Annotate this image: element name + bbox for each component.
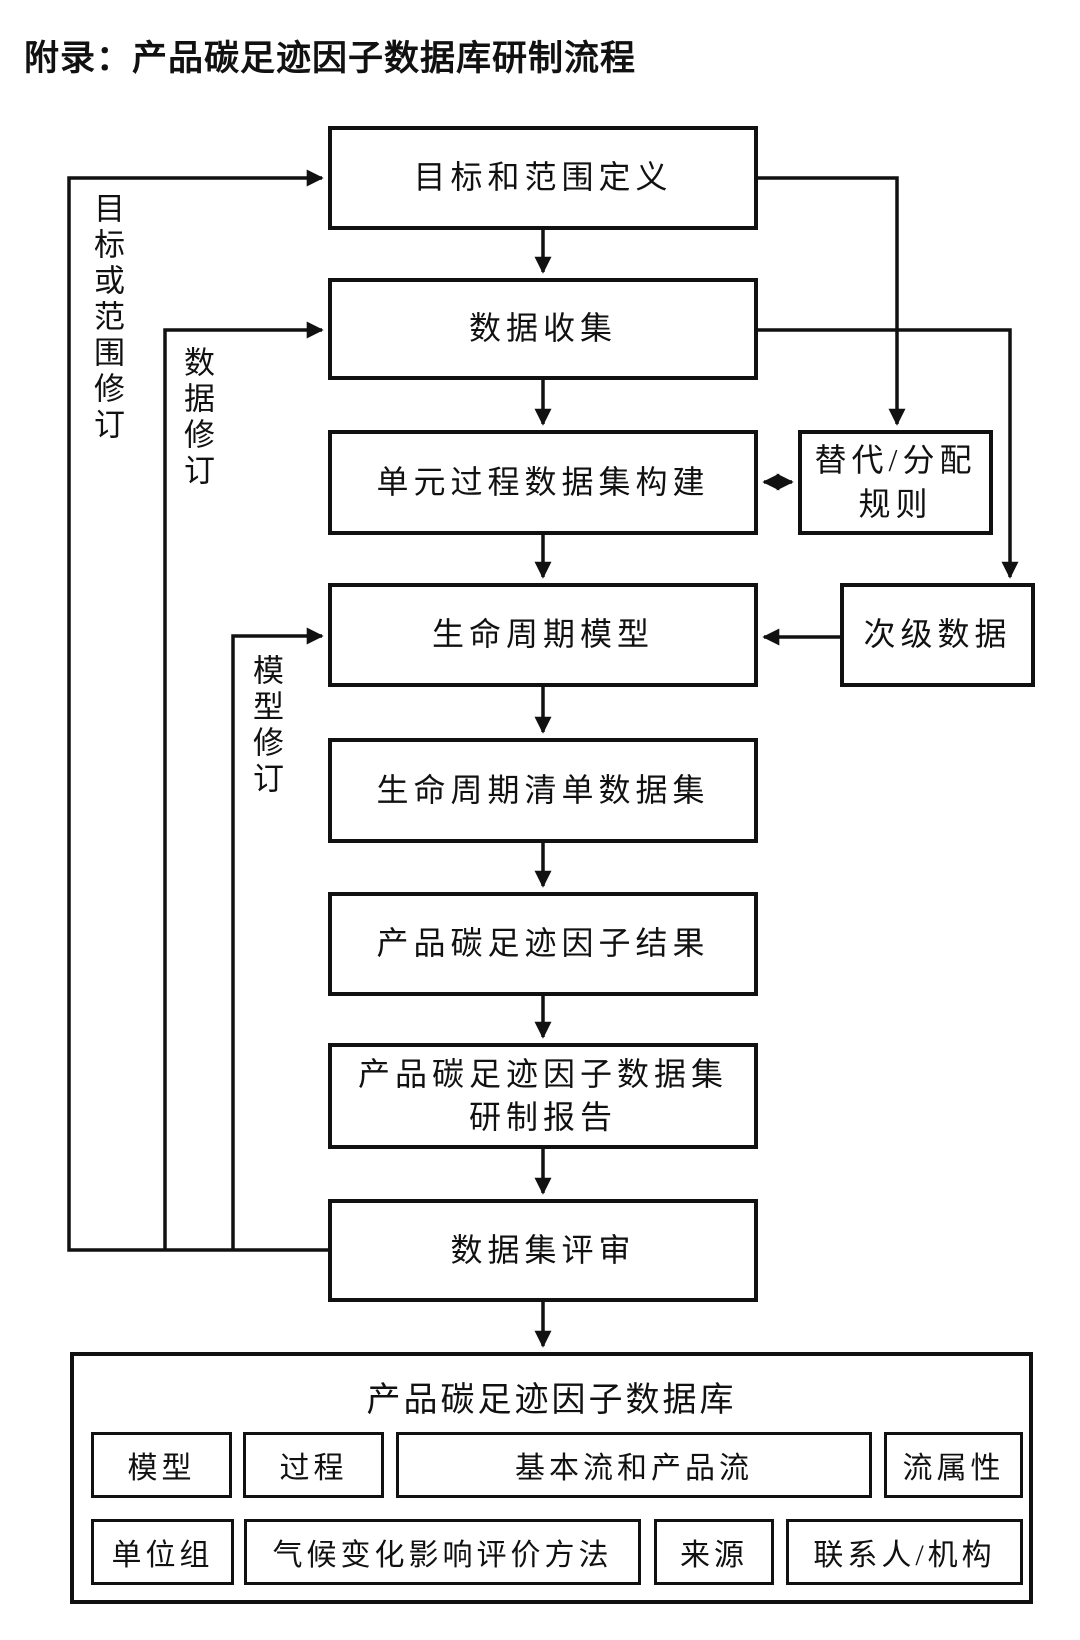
box-lifecycle-model-label: 生命周期模型 bbox=[431, 616, 654, 653]
box-pcf-report-line2: 研制报告 bbox=[468, 1099, 617, 1135]
feedback-data-path bbox=[163, 321, 324, 1250]
box-unit-process-dataset: 单元过程数据集构建 bbox=[328, 430, 758, 535]
box-pcf-report: 产品碳足迹因子数据集 研制报告 bbox=[328, 1043, 758, 1149]
db-cell-source: 来源 bbox=[654, 1519, 774, 1585]
box-pcf-report-line1: 产品碳足迹因子数据集 bbox=[357, 1055, 728, 1092]
db-cell-process: 过程 bbox=[243, 1432, 384, 1498]
box-lci-dataset: 生命周期清单数据集 bbox=[328, 738, 758, 843]
db-cell-model: 模型 bbox=[91, 1432, 232, 1498]
db-cell-contact: 联系人/机构 bbox=[786, 1519, 1023, 1585]
box-pcf-database: 产品碳足迹因子数据库 模型 过程 基本流和产品流 流属性 单位组 气候变化影响评… bbox=[70, 1352, 1033, 1604]
database-title: 产品碳足迹因子数据库 bbox=[366, 1382, 737, 1419]
page-title: 附录：产品碳足迹因子数据库研制流程 bbox=[24, 39, 637, 78]
db-cell-unit-group: 单位组 bbox=[91, 1519, 234, 1585]
box-dataset-review: 数据集评审 bbox=[328, 1199, 758, 1302]
box-dataset-review-label: 数据集评审 bbox=[450, 1231, 636, 1268]
db-cell-impact-method: 气候变化影响评价方法 bbox=[244, 1519, 641, 1585]
box-secondary-data: 次级数据 bbox=[840, 583, 1035, 687]
box-data-collection-label: 数据收集 bbox=[468, 310, 617, 347]
box-alloc-rules-line1: 替代/分配 bbox=[814, 442, 977, 479]
box-pcf-result: 产品碳足迹因子结果 bbox=[328, 892, 758, 996]
path-goal-to-allocrules bbox=[758, 176, 906, 426]
box-data-collection: 数据收集 bbox=[328, 278, 758, 380]
db-cell-flows: 基本流和产品流 bbox=[396, 1432, 872, 1498]
box-goal-scope-label: 目标和范围定义 bbox=[413, 159, 673, 196]
box-secondary-data-label: 次级数据 bbox=[863, 616, 1012, 653]
label-model-revision: 模型修订 bbox=[248, 654, 283, 798]
label-goal-scope-revision: 目标或范围修订 bbox=[89, 192, 124, 444]
box-lifecycle-model: 生命周期模型 bbox=[328, 583, 758, 687]
box-unit-process-dataset-label: 单元过程数据集构建 bbox=[376, 463, 710, 500]
box-alloc-rules-line2: 规则 bbox=[858, 485, 933, 522]
feedback-model-path bbox=[231, 627, 324, 1250]
box-alloc-rules: 替代/分配 规则 bbox=[798, 430, 993, 535]
label-data-revision: 数据修订 bbox=[179, 346, 214, 490]
box-lci-dataset-label: 生命周期清单数据集 bbox=[376, 771, 710, 808]
path-collection-to-secondary bbox=[758, 328, 1019, 579]
box-goal-scope: 目标和范围定义 bbox=[328, 126, 758, 230]
db-cell-flow-property: 流属性 bbox=[884, 1432, 1023, 1498]
feedback-goal-scope-path bbox=[67, 169, 328, 1252]
box-pcf-result-label: 产品碳足迹因子结果 bbox=[376, 925, 710, 962]
